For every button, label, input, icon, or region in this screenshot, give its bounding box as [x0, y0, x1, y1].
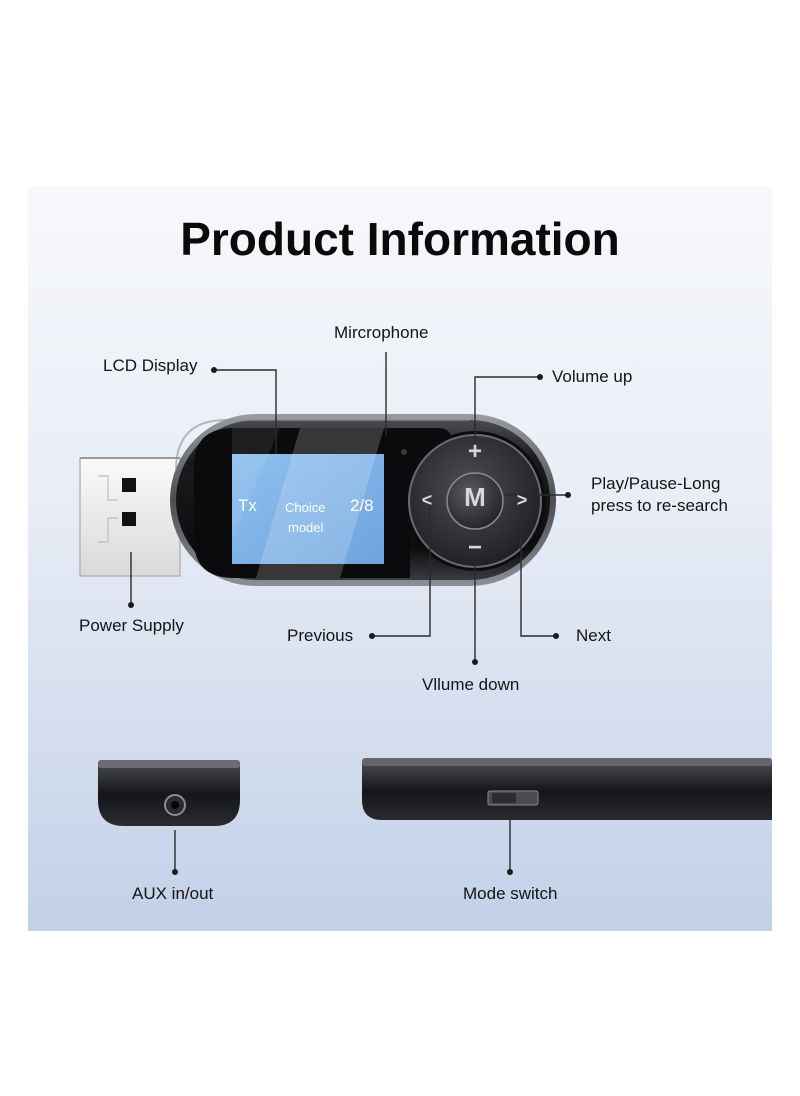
label-play-pause-2: press to re-search: [591, 496, 728, 515]
lcd-track-text: 2/8: [350, 496, 374, 515]
lcd-line2-text: model: [288, 520, 324, 535]
bottom-aux-view: [98, 760, 240, 826]
control-cluster: [405, 431, 545, 571]
label-microphone: Mircrophone: [334, 323, 429, 342]
label-next: Next: [576, 626, 611, 645]
microphone-hole: [401, 449, 407, 455]
volume-down-button[interactable]: −: [467, 534, 482, 561]
callout-dots: [128, 367, 571, 875]
label-aux: AUX in/out: [132, 884, 214, 903]
label-previous: Previous: [287, 626, 354, 645]
lcd-line1-text: Choice: [285, 500, 326, 515]
label-volume-down: Vllume down: [422, 675, 520, 694]
label-volume-up: Volume up: [552, 367, 633, 386]
usb-connector: [79, 457, 181, 577]
label-mode-switch: Mode switch: [463, 884, 558, 903]
next-button[interactable]: >: [516, 490, 528, 510]
page-title: Product Information: [180, 213, 620, 265]
label-play-pause-1: Play/Pause-Long: [591, 474, 721, 493]
side-mode-switch-view: [362, 758, 772, 820]
mode-switch-slider: [492, 793, 516, 803]
lcd-mode-text: Tx: [238, 496, 257, 515]
label-power-supply: Power Supply: [79, 616, 184, 635]
glass-screen: [194, 428, 452, 578]
volume-up-button[interactable]: +: [467, 438, 482, 465]
previous-button[interactable]: <: [421, 490, 433, 510]
label-lcd-display: LCD Display: [103, 356, 198, 375]
callout-lines: [130, 352, 568, 872]
menu-button[interactable]: M: [464, 482, 486, 512]
lcd-display-screen: [232, 454, 384, 564]
